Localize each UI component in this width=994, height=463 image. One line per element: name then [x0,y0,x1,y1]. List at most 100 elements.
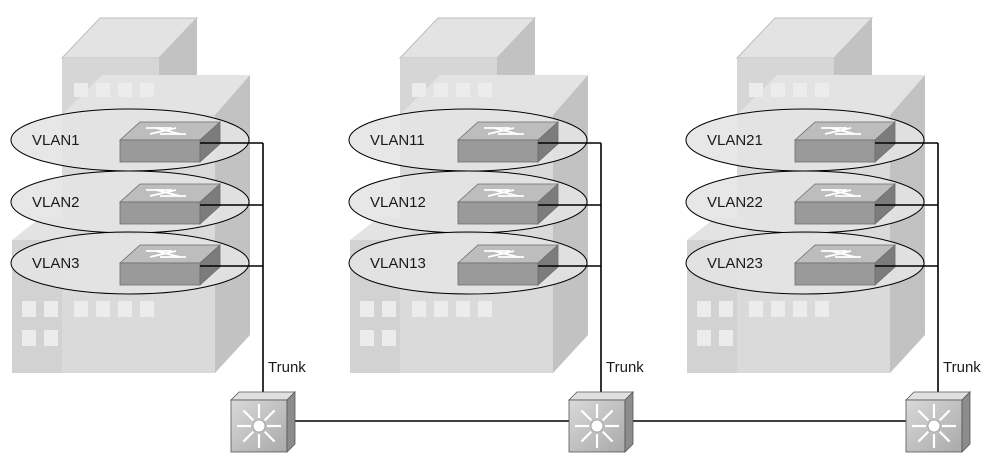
core-switch-arrow [580,409,593,422]
vlan-row: VLAN3 [10,231,263,295]
core-switch-arrow [242,409,255,422]
core-switch-hub [590,419,604,433]
vlan-row: VLAN13 [348,231,601,295]
switch-side [199,244,221,286]
core-switch-top [568,391,634,401]
building-window [140,301,154,317]
core-switch-arrow [601,409,614,422]
vlan-label: VLAN23 [707,255,763,272]
building-window [140,83,154,97]
switch-arrow [830,189,856,197]
building-window [478,83,492,97]
multilayer-switch-icon-2 [568,391,634,453]
switch-arrow [487,189,515,197]
building-window [44,330,58,346]
core-switch-top [230,391,296,401]
workgroup-switch-icon [118,121,222,163]
building-window [719,330,733,346]
switch-arrow [493,250,519,258]
workgroup-switch-icon [456,183,560,225]
building-window [478,301,492,317]
core-switch-arrow [242,430,255,443]
switch-front [794,262,876,286]
trunk-label: Trunk [268,359,306,376]
vlan-row: VLAN22 [685,170,938,234]
switch-arrow [155,127,181,135]
core-switch-side [624,391,634,453]
switch-front [119,262,201,286]
building-window [74,301,88,317]
switch-arrow [149,250,177,258]
vlan-label: VLAN1 [32,132,80,149]
switch-side [874,244,896,286]
building-window [456,301,470,317]
switch-arrow [493,189,519,197]
trunk-label: Trunk [943,359,981,376]
core-switch-arrow [917,409,930,422]
multilayer-switch-icon-3 [905,391,971,453]
switch-side [537,244,559,286]
core-switch-arrow [917,430,930,443]
building-window [118,301,132,317]
vlan-row: VLAN21 [685,108,938,172]
core-switch-top [905,391,971,401]
core-switch-arrow [601,430,614,443]
building-window [749,83,763,97]
building-window [96,83,110,97]
vlan-label: VLAN21 [707,132,763,149]
vlan-label: VLAN2 [32,194,80,211]
workgroup-switch-icon [793,121,897,163]
vlan-label: VLAN12 [370,194,426,211]
building-window [815,301,829,317]
building-window [793,301,807,317]
building-window [22,330,36,346]
switch-front [794,201,876,225]
switch-front [119,201,201,225]
vlan-row: VLAN11 [348,108,601,172]
building-window [118,83,132,97]
building-window [697,301,711,317]
switch-side [537,121,559,163]
switch-side [874,183,896,225]
building-window [434,83,448,97]
switch-side [199,121,221,163]
building-window [697,330,711,346]
building-window [719,301,733,317]
workgroup-switch-icon [456,121,560,163]
switch-arrow [149,189,177,197]
core-switch-arrow [938,430,951,443]
core-switch-hub [252,419,266,433]
switch-arrow [493,127,519,135]
core-switch-arrow [580,430,593,443]
switch-side [874,121,896,163]
building-window [44,301,58,317]
switch-front [119,139,201,163]
vlan-row: VLAN2 [10,170,263,234]
building-window [793,83,807,97]
core-switch-hub [927,419,941,433]
workgroup-switch-icon [456,244,560,286]
workgroup-switch-icon [793,183,897,225]
switch-front [457,201,539,225]
vlan-label: VLAN22 [707,194,763,211]
switch-arrow [149,127,177,135]
building-window [382,330,396,346]
building-window [412,301,426,317]
switch-front [794,139,876,163]
building-window [456,83,470,97]
core-switch-arrow [938,409,951,422]
building-window [749,301,763,317]
switch-side [537,183,559,225]
workgroup-switch-icon [793,244,897,286]
core-switch-arrow [263,430,276,443]
workgroup-switch-icon [118,244,222,286]
building-window [74,83,88,97]
multilayer-switch-icon-1 [230,391,296,453]
core-switch-side [961,391,971,453]
vlan-label: VLAN3 [32,255,80,272]
switch-front [457,139,539,163]
switch-arrow [824,189,852,197]
